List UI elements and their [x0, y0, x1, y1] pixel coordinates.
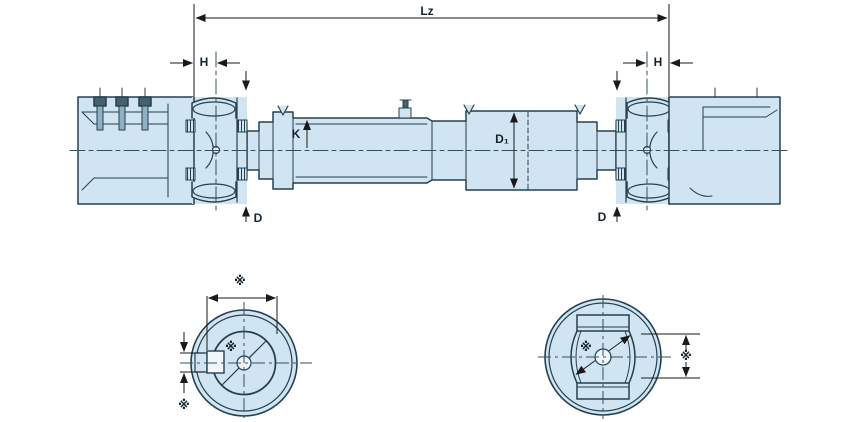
left-view-centerlines: [180, 302, 312, 422]
grease-fitting-icon: [398, 99, 412, 119]
dim-label-k: K: [291, 127, 301, 141]
left-view-dimensions: [180, 294, 278, 393]
left-end-view: [180, 294, 312, 422]
keyway: [206, 350, 225, 374]
centerlines: [69, 51, 789, 215]
flange-bolts: [93, 87, 152, 131]
dim-label-d-left: D: [253, 211, 263, 225]
right-flange: [668, 87, 781, 205]
dimension-lines: [170, 4, 693, 222]
dim-label-lz: Lz: [420, 4, 434, 18]
side-view: [69, 4, 789, 222]
reference-mark-left-view-key: ※: [178, 398, 190, 412]
right-end-view: [538, 295, 700, 419]
reference-mark-left-view-width: ※: [234, 274, 246, 288]
reference-mark-right-view-height: ※: [679, 349, 693, 363]
left-flange: [77, 87, 195, 205]
dim-label-h-right: H: [653, 55, 663, 69]
right-view-centerlines: [538, 295, 674, 419]
dim-label-h-left: H: [199, 55, 209, 69]
shaft-tube: [246, 99, 617, 191]
reference-mark-right-view-bore: ※: [580, 340, 592, 354]
dim-label-d1: D₁: [495, 132, 509, 146]
dim-label-d-right: D: [597, 210, 607, 224]
reference-mark-left-view-bore: ※: [225, 340, 237, 354]
weld-notch-icons: [277, 104, 586, 116]
